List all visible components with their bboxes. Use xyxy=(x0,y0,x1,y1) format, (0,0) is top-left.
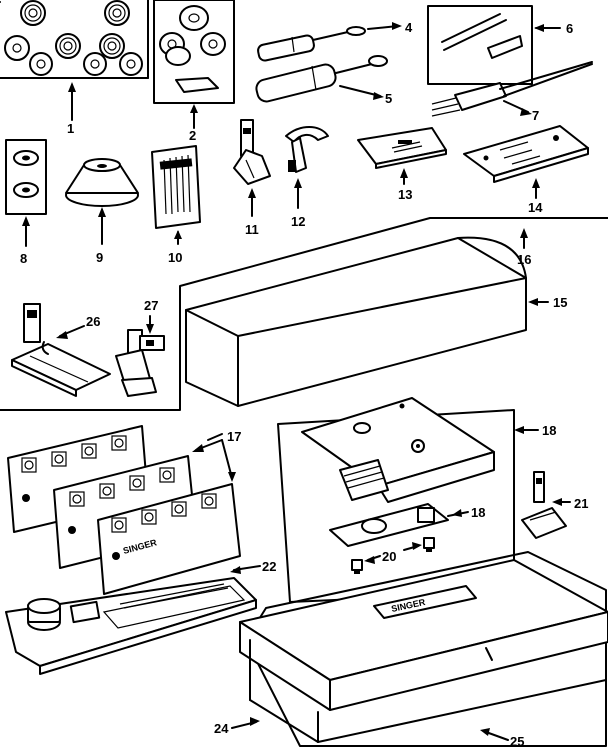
part-22-bobbin-tray: 22 xyxy=(5,559,276,675)
callout-16a: 16 xyxy=(517,252,531,267)
callout-22: 22 xyxy=(262,559,276,574)
callout-27: 27 xyxy=(144,298,158,313)
part-10-needle-pack: 10 xyxy=(151,145,201,265)
callout-9: 9 xyxy=(96,250,103,265)
part-2-spools: 2 xyxy=(153,0,235,143)
callout-7: 7 xyxy=(532,108,539,123)
callout-5: 5 xyxy=(385,91,392,106)
callout-17: 17 xyxy=(227,429,241,444)
callout-12: 12 xyxy=(291,214,305,229)
callout-10: 10 xyxy=(168,250,182,265)
callout-25: 25 xyxy=(510,734,524,749)
callout-13: 13 xyxy=(398,187,412,202)
pattern-card-front: SINGER xyxy=(97,483,241,595)
callout-21: 21 xyxy=(574,496,588,511)
part-6-pen-case: 6 xyxy=(427,5,573,85)
callout-18: 18 xyxy=(542,423,556,438)
part-8-felt-washers: 8 xyxy=(5,139,47,266)
part-9-spool-cap: 9 xyxy=(65,158,139,265)
part-4-screwdriver: 4 xyxy=(257,20,413,62)
callout-11: 11 xyxy=(245,222,259,237)
part-11-presser-foot: 11 xyxy=(233,119,271,237)
callout-8: 8 xyxy=(20,251,27,266)
callout-1: 1 xyxy=(67,121,74,136)
part-12-hemmer-foot: 12 xyxy=(285,126,329,229)
callout-16-top: 16 xyxy=(517,228,531,267)
callout-2: 2 xyxy=(189,128,196,143)
part-21-presser-foot: 21 xyxy=(521,471,588,539)
part-24-25-storage-case: SINGER 24 25 xyxy=(214,551,608,749)
part-20-screws: 20 xyxy=(351,537,435,574)
part-15-extension-table: 15 xyxy=(185,236,567,407)
part-18-attachment-box: 18 20 18 xyxy=(277,397,556,603)
region-border xyxy=(0,217,608,411)
part-27-presser-foot: 27 xyxy=(115,298,165,397)
callout-4: 4 xyxy=(405,20,413,35)
callout-24: 24 xyxy=(214,721,229,736)
callout-18b: 18 xyxy=(471,505,485,520)
part-1-bobbins: 1 xyxy=(0,0,149,136)
part-7-brush: 7 xyxy=(431,61,593,123)
callout-15: 15 xyxy=(553,295,567,310)
part-5-screwdriver: 5 xyxy=(255,55,392,106)
part-14-slide-plate: 14 xyxy=(463,125,589,215)
part-17-pattern-cards: SINGER 17 xyxy=(7,425,241,595)
callout-20: 20 xyxy=(382,549,396,564)
callout-26: 26 xyxy=(86,314,100,329)
callout-14: 14 xyxy=(528,200,543,215)
part-13-throat-plate: 13 xyxy=(357,127,447,202)
part-26-buttonhole-foot: 26 xyxy=(11,303,111,397)
callout-6: 6 xyxy=(566,21,573,36)
